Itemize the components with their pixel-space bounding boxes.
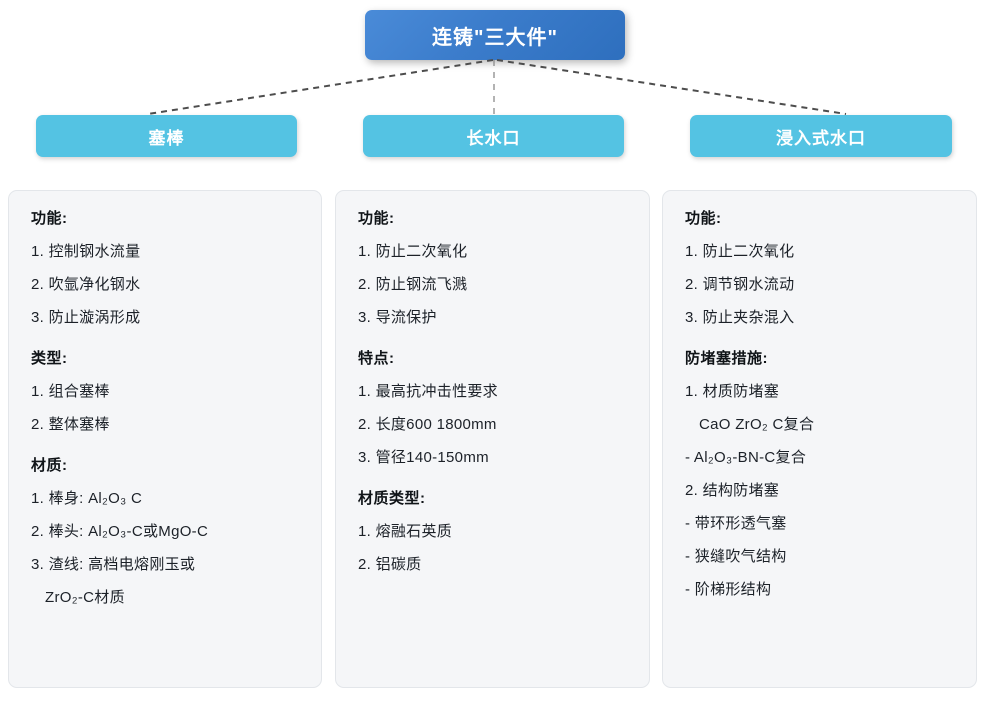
section-heading: 类型: xyxy=(31,350,68,367)
list-item: 1. 组合塞棒 xyxy=(31,383,110,400)
list-item: 2. 棒头: Al₂O₃-C或MgO-C xyxy=(31,523,209,540)
branch-header-stopper-rod: 塞棒 xyxy=(36,115,297,157)
branch-card-submerged-nozzle: 功能: 1. 防止二次氧化 2. 调节钢水流动 3. 防止夹杂混入 防堵塞措施:… xyxy=(662,190,977,688)
list-item: 3. 防止漩涡形成 xyxy=(31,309,141,326)
branch-header-label: 长水口 xyxy=(466,128,521,148)
section-heading: 材质类型: xyxy=(358,490,426,507)
section-heading: 功能: xyxy=(685,210,722,227)
list-item: - 阶梯形结构 xyxy=(685,581,772,598)
list-item: - 带环形透气塞 xyxy=(685,515,787,532)
list-item: 3. 渣线: 高档电熔刚玉或 xyxy=(31,556,196,573)
section-heading: 功能: xyxy=(358,210,395,227)
card-section-material: 材质: 1. 棒身: Al₂O₃ C 2. 棒头: Al₂O₃-C或MgO-C … xyxy=(31,456,301,608)
connector-line-left xyxy=(147,59,494,115)
list-item: 1. 棒身: Al₂O₃ C xyxy=(31,490,143,507)
root-node-label: 连铸"三大件" xyxy=(432,26,558,49)
list-item: 1. 控制钢水流量 xyxy=(31,243,141,260)
list-item: 3. 管径140-150mm xyxy=(358,449,489,466)
list-item: 2. 长度600 1800mm xyxy=(358,416,497,433)
card-section-anticlog: 防堵塞措施: 1. 材质防堵塞 CaO ZrO₂ C复合 - Al₂O₃-BN-… xyxy=(685,349,956,600)
list-item: 1. 最高抗冲击性要求 xyxy=(358,383,498,400)
branch-header-label: 塞棒 xyxy=(148,128,185,148)
list-item: 2. 吹氩净化钢水 xyxy=(31,276,141,293)
section-heading: 防堵塞措施: xyxy=(685,350,768,367)
list-item: 1. 防止二次氧化 xyxy=(685,243,795,260)
branch-card-long-nozzle: 功能: 1. 防止二次氧化 2. 防止钢流飞溅 3. 导流保护 特点: 1. 最… xyxy=(335,190,650,688)
card-section-function: 功能: 1. 控制钢水流量 2. 吹氩净化钢水 3. 防止漩涡形成 xyxy=(31,209,301,328)
root-node: 连铸"三大件" xyxy=(365,10,625,60)
card-section-material-types: 材质类型: 1. 熔融石英质 2. 铝碳质 xyxy=(358,489,629,575)
list-item: 1. 熔融石英质 xyxy=(358,523,453,540)
list-item: 1. 防止二次氧化 xyxy=(358,243,468,260)
list-item-continuation: ZrO₂-C材质 xyxy=(45,589,125,606)
list-item: 2. 调节钢水流动 xyxy=(685,276,795,293)
connector-lines xyxy=(147,59,847,115)
list-item: - Al₂O₃-BN-C复合 xyxy=(685,449,807,466)
branch-card-stopper-rod: 功能: 1. 控制钢水流量 2. 吹氩净化钢水 3. 防止漩涡形成 类型: 1.… xyxy=(8,190,322,688)
list-item: 2. 铝碳质 xyxy=(358,556,422,573)
connector-line-right xyxy=(496,59,847,115)
list-item: - 狭缝吹气结构 xyxy=(685,548,787,565)
branch-header-long-nozzle: 长水口 xyxy=(363,115,624,157)
branch-header-label: 浸入式水口 xyxy=(776,128,866,148)
section-heading: 材质: xyxy=(31,457,68,474)
list-item: 1. 材质防堵塞 xyxy=(685,383,780,400)
card-section-types: 类型: 1. 组合塞棒 2. 整体塞棒 xyxy=(31,349,301,435)
section-heading: 特点: xyxy=(358,350,395,367)
card-section-features: 特点: 1. 最高抗冲击性要求 2. 长度600 1800mm 3. 管径140… xyxy=(358,349,629,468)
list-item: 3. 导流保护 xyxy=(358,309,437,326)
section-heading: 功能: xyxy=(31,210,68,227)
list-item: 2. 防止钢流飞溅 xyxy=(358,276,468,293)
list-item: 2. 整体塞棒 xyxy=(31,416,110,433)
list-item-continuation: CaO ZrO₂ C复合 xyxy=(699,416,815,433)
card-section-function: 功能: 1. 防止二次氧化 2. 防止钢流飞溅 3. 导流保护 xyxy=(358,209,629,328)
card-section-function: 功能: 1. 防止二次氧化 2. 调节钢水流动 3. 防止夹杂混入 xyxy=(685,209,956,328)
list-item: 2. 结构防堵塞 xyxy=(685,482,780,499)
branch-header-submerged-nozzle: 浸入式水口 xyxy=(690,115,952,157)
list-item: 3. 防止夹杂混入 xyxy=(685,309,795,326)
